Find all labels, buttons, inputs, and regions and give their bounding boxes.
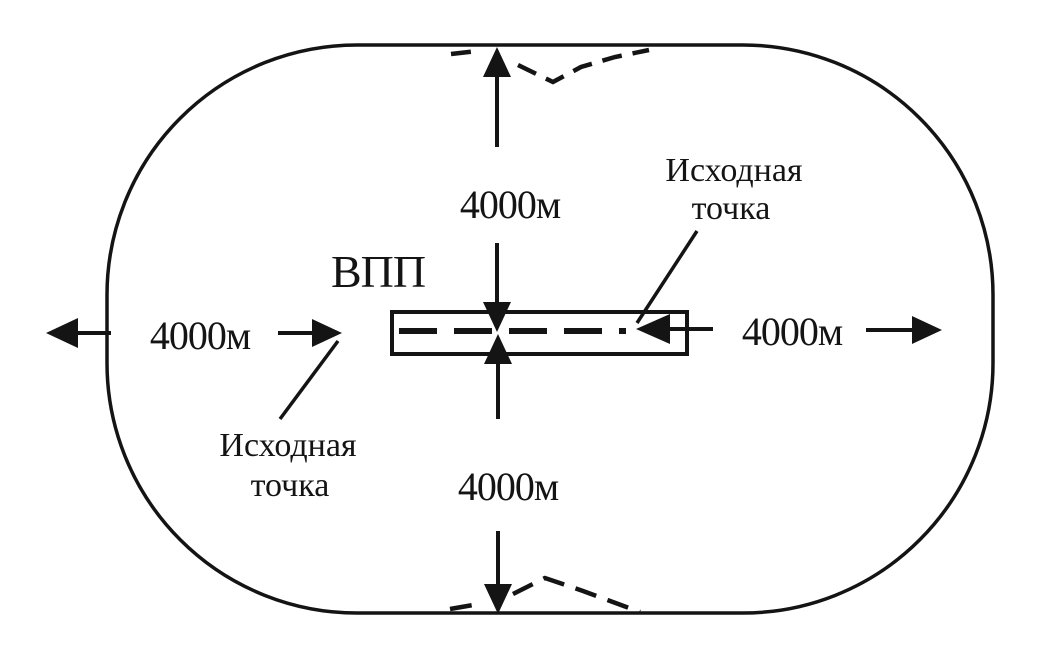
arrowhead-bottom-down	[484, 584, 512, 614]
arrowhead-bottom-up	[484, 334, 512, 364]
initial-point-label-top-line1: Исходная	[665, 152, 803, 189]
clearance-boundary-outline	[105, 43, 995, 615]
arrowhead-left-out	[46, 318, 78, 348]
arrowhead-top-up	[483, 47, 511, 77]
dashed-boundary-notch-top	[450, 47, 650, 85]
initial-point-label-top-line2: точка	[691, 190, 771, 227]
dimension-label-top: 4000м	[459, 182, 561, 227]
initial-point-label-bottom-line2: точка	[250, 467, 330, 504]
initial-point-label-bottom-line1: Исходная	[219, 427, 357, 464]
dimension-label-bottom: 4000м	[457, 464, 559, 509]
arrowhead-left-in	[312, 319, 342, 347]
dimension-label-left: 4000м	[149, 313, 251, 358]
arrowhead-right-out	[912, 316, 942, 344]
arrowhead-top-down	[483, 302, 511, 332]
leader-line-initial-point-bottom	[278, 339, 340, 421]
runway-label: ВПП	[330, 246, 426, 297]
runway-rect	[390, 310, 689, 356]
arrowhead-right-in	[636, 314, 670, 344]
dashed-boundary-notch-bottom	[449, 575, 641, 615]
leader-line-initial-point-top	[635, 230, 699, 324]
dimension-label-right: 4000м	[741, 309, 843, 354]
